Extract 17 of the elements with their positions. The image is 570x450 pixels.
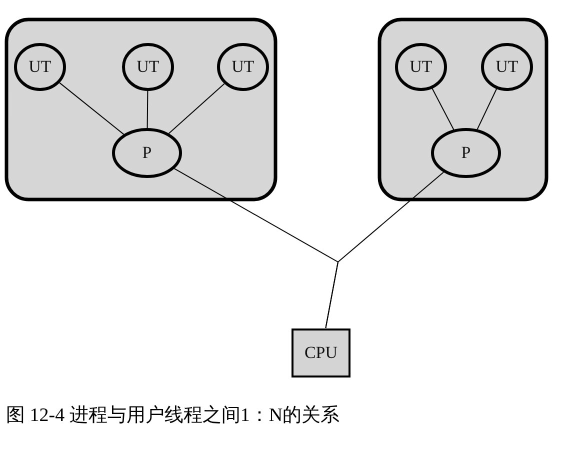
- connector-line: [476, 88, 497, 130]
- connector-line: [146, 90, 148, 128]
- thread-circle: UT: [14, 43, 66, 91]
- process-circle: P: [112, 128, 182, 178]
- process-panel: [378, 18, 548, 201]
- thread-circle: UT: [481, 43, 533, 91]
- connector-line: [59, 82, 124, 135]
- figure-caption: 图 12-4 进程与用户线程之间1：N的关系: [5, 404, 341, 428]
- thread-circle: UT: [217, 43, 269, 91]
- thread-circle: UT: [395, 43, 447, 91]
- cpu-box: CPU: [291, 328, 351, 378]
- process-panel: [5, 18, 277, 201]
- connector-line: [432, 88, 454, 130]
- thread-circle: UT: [122, 43, 174, 91]
- connector-line: [325, 172, 444, 328]
- connector-line: [168, 83, 225, 134]
- process-circle: P: [431, 128, 501, 178]
